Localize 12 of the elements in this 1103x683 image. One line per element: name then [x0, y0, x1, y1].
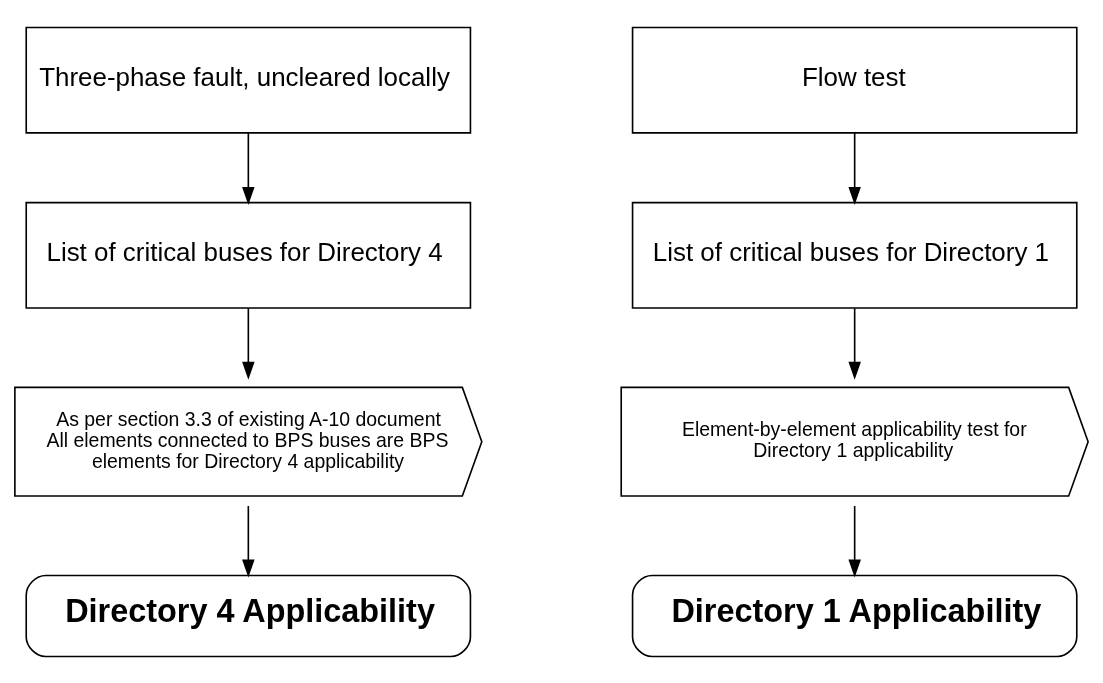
arrow [848, 504, 861, 577]
node-box: Directory 1 Applicability [631, 574, 1078, 657]
node-box: Three-phase fault, uncleared locally [25, 26, 472, 134]
node-box: Directory 4 Applicability [25, 574, 472, 657]
node-box: List of critical buses for Directory 1 [631, 201, 1078, 309]
arrow [242, 504, 255, 577]
arrow [848, 131, 861, 205]
node-box: List of critical buses for Directory 4 [25, 201, 472, 309]
arrow [848, 307, 861, 380]
arrow [242, 131, 255, 205]
node-box: Flow test [631, 26, 1078, 134]
arrow [242, 307, 255, 380]
